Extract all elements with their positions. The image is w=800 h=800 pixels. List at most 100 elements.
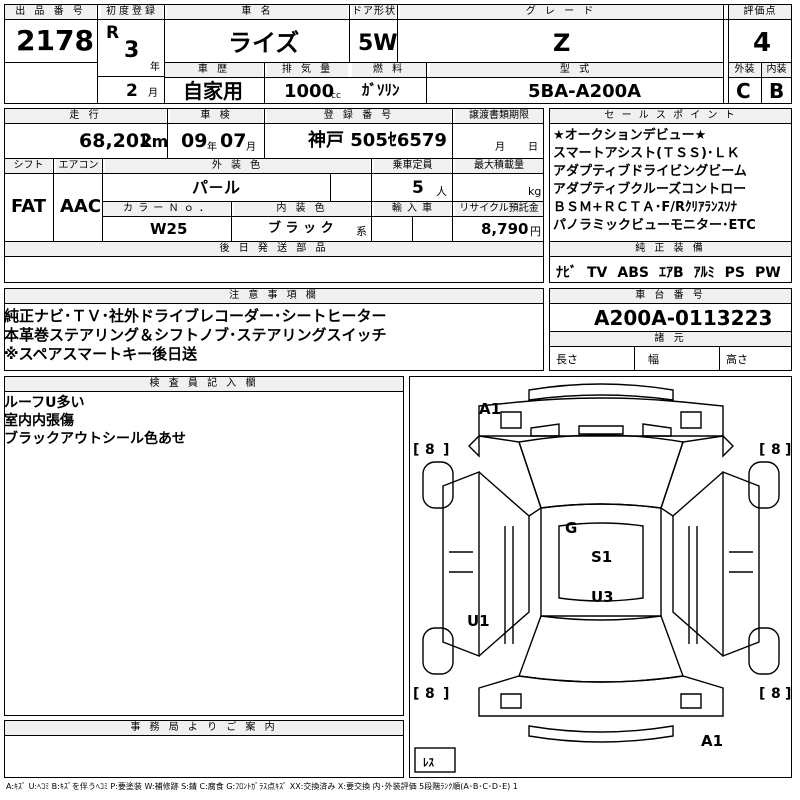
model-value: 5BA-A200A (528, 81, 642, 102)
insp-month-unit: 月 (246, 142, 256, 153)
equipment-item-tv: TV (587, 265, 608, 281)
mark-a1-front: A1 (479, 400, 501, 418)
spare-tire-value: ﾚｽ (423, 756, 434, 769)
equipment-item-pw: PW (755, 265, 781, 281)
grade-value: Z (553, 29, 571, 57)
inspector-line: ルーフU多い (4, 395, 85, 411)
plate-value: 神戸 505ｾ6579 (308, 130, 447, 151)
score-box (728, 4, 792, 104)
month-unit: 月 (148, 88, 158, 99)
equipment-item-ps: PS (724, 265, 745, 281)
office-label: 事 務 局 よ り ご 案 内 (5, 721, 403, 735)
svg-text:[: [ (759, 686, 765, 702)
insp-month: 07 (220, 130, 247, 152)
load-unit: kg (528, 185, 542, 198)
equipment-label: 純 正 装 備 (550, 242, 791, 256)
mark-u3: U3 (591, 588, 614, 606)
sales-point-line: ＢＳＭ+ＲＣＴＡ･F/Rｸﾘｱﾗﾝｽｿﾅ (553, 200, 738, 215)
fuel-label: 燃 料 (352, 63, 426, 77)
inspector-label: 検 査 員 記 入 欄 (5, 377, 403, 391)
length-label: 長さ (556, 353, 578, 366)
svg-text:]: ] (785, 686, 791, 702)
interior-value: B (769, 79, 785, 103)
equipment-item-abs: ABS (617, 265, 649, 281)
transfer-month-unit: 月 (495, 142, 505, 153)
score-value: 4 (753, 28, 772, 58)
era-mark: R (106, 23, 120, 43)
inspector-line: 室内内張傷 (4, 413, 74, 429)
mark-u1: U1 (467, 612, 490, 630)
tire-front-right: 8 (771, 442, 781, 458)
recycle-label: リサイクル預託金 (455, 202, 543, 216)
sales-point-line: ★オークションデビュー★ (553, 128, 707, 143)
interior-label: 内装 (762, 63, 791, 77)
svg-text:]: ] (785, 442, 791, 458)
car-damage-diagram: A1 G S1 U3 U1 A1 [ 8 ] [ 8 ] [ 8 ] [ 8 ]… (413, 383, 791, 773)
exterior-label: 外装 (729, 63, 760, 77)
note-line: 本革巻ステアリング＆シフトノブ･ステアリングスイッチ (4, 326, 387, 344)
svg-text:[: [ (413, 442, 419, 458)
sales-points-list: ★オークションデビュー★ スマートアシスト(ＴＳＳ)･ＬＫ アダプティブドライビ… (549, 128, 792, 240)
displacement-unit: cc (331, 91, 341, 101)
ac-label: エアコン (56, 159, 101, 173)
exterior-color-label: 外 装 色 (105, 159, 370, 173)
color-no-label: カ ラ ー Ｎ ｏ ． (103, 202, 230, 216)
svg-text:[: [ (413, 686, 419, 702)
svg-text:]: ] (443, 442, 449, 458)
year-value: 3 (124, 38, 140, 63)
transfer-label: 譲渡書類期限 (455, 109, 543, 123)
tire-front-left: 8 (425, 442, 435, 458)
door-label: ドア形状 (352, 5, 396, 19)
sales-points-label: セ ー ル ス ポ イ ン ト (550, 109, 791, 123)
interior-color-unit: 系 (356, 225, 367, 238)
sales-point-line: パノラミックビューモニター･ETC (553, 218, 756, 233)
sales-point-line: アダプティブドライビングビーム (553, 164, 747, 179)
color-no-value: W25 (150, 220, 188, 238)
load-label: 最大積載量 (455, 159, 543, 173)
shift-label: シフト (5, 159, 52, 173)
capacity-label: 乗車定員 (374, 159, 451, 173)
equipment-item-navi: ﾅﾋﾞ (556, 265, 577, 281)
recycle-value: 8,790 (481, 220, 529, 238)
score-label-2: 評価点 (729, 5, 791, 19)
exterior-value: C (736, 79, 751, 103)
chassis-value: A200A-0113223 (594, 306, 773, 330)
note-line: ※スペアスマートキー後日送 (4, 345, 198, 363)
capacity-unit: 人 (436, 185, 447, 198)
shift-value: FAT (11, 196, 47, 217)
mileage-unit: km (141, 132, 169, 151)
insp-year: 09 (181, 130, 208, 152)
displacement-value: 1000 (284, 81, 335, 102)
dims-label: 諸 元 (550, 332, 791, 346)
import-label: 輸 入 車 (374, 202, 451, 216)
sales-point-line: スマートアシスト(ＴＳＳ)･ＬＫ (553, 146, 740, 161)
capacity-value: 5 (412, 178, 424, 198)
equipment-item-alloy: ｱﾙﾐ (693, 265, 715, 281)
mark-g: G (565, 519, 577, 537)
insp-year-unit: 年 (207, 142, 217, 153)
inspection-label: 車 検 (170, 109, 263, 123)
plate-label: 登 録 番 号 (267, 109, 451, 123)
mileage-label: 走 行 (5, 109, 166, 123)
lot-label: 出 品 番 号 (5, 5, 96, 19)
displacement-label: 排 気 量 (267, 63, 348, 77)
grade-label: グ レ ー ド (400, 5, 722, 19)
car-name: ライズ (228, 29, 300, 57)
recycle-unit: 円 (530, 225, 541, 238)
lot-number: 2178 (16, 24, 94, 57)
model-label: 型 式 (430, 63, 722, 77)
chassis-label: 車 台 番 号 (550, 289, 791, 303)
svg-text:]: ] (443, 686, 449, 702)
notes-label: 注 意 事 項 欄 (5, 289, 543, 303)
width-label: 幅 (648, 353, 659, 366)
legend-text: A:ｷｽﾞ U:ﾍｺﾐ B:ｷｽﾞを伴うﾍｺﾐ P:要塗装 W:補修跡 S:錆 … (6, 782, 518, 791)
first-reg-label: 初度登録 (101, 5, 163, 19)
interior-color-value: ブ ラ ッ ク (268, 221, 334, 236)
vehicle-header-table (4, 4, 754, 104)
ac-value: AAC (60, 196, 102, 217)
height-label: 高さ (726, 353, 748, 366)
fuel-value: ｶﾞｿﾘﾝ (362, 81, 400, 99)
inspector-box (4, 376, 404, 716)
note-line: 純正ナビ･ＴＶ･社外ドライブレコーダー･シートヒーター (4, 307, 387, 325)
